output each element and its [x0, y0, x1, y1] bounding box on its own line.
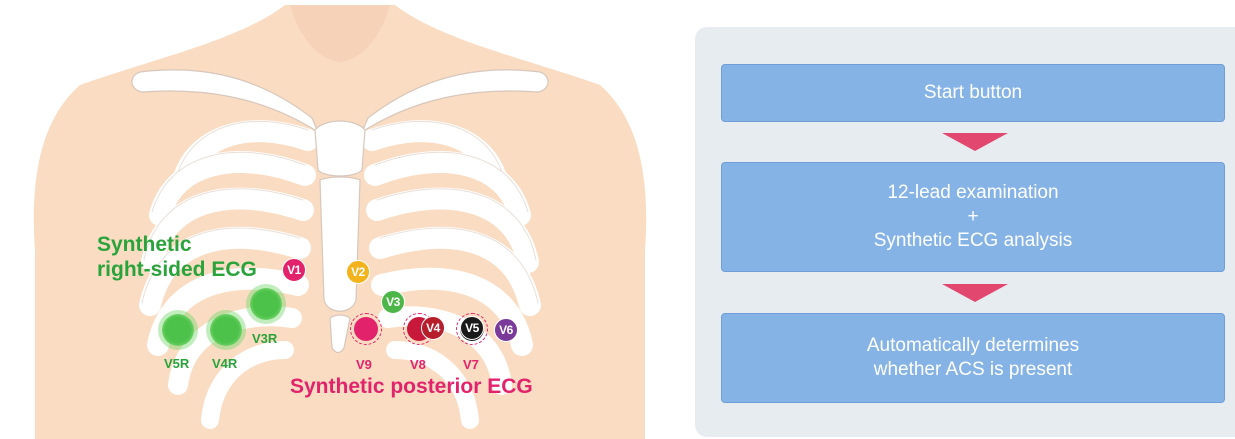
electrode-v3r	[250, 288, 282, 320]
flow-step3-line2: whether ACS is present	[874, 358, 1073, 382]
electrode-v5r	[162, 314, 194, 346]
lead-v5-badge: V5	[460, 316, 484, 340]
flow-arrow-1	[942, 133, 1008, 151]
lead-v2-badge: V2	[346, 260, 370, 284]
chest-illustration	[0, 0, 680, 439]
flow-step-examination: 12-lead examination + Synthetic ECG anal…	[721, 162, 1225, 272]
flow-step1-text: Start button	[924, 81, 1022, 105]
label-v7: V7	[463, 357, 479, 372]
flow-step2-line1: 12-lead examination	[887, 181, 1058, 205]
electrode-v9	[350, 313, 382, 345]
flow-step2-line3: Synthetic ECG analysis	[874, 229, 1073, 253]
electrode-v4r	[210, 314, 242, 346]
flow-step-determination: Automatically determines whether ACS is …	[721, 313, 1225, 403]
label-v9: V9	[356, 357, 372, 372]
lead-v3-badge: V3	[381, 290, 405, 314]
lead-v6-badge: V6	[494, 318, 518, 342]
right-sided-ecg-title: Synthetic right-sided ECG	[97, 232, 257, 282]
lead-v1-badge: V1	[282, 258, 306, 282]
label-v8: V8	[410, 357, 426, 372]
lead-v4-badge: V4	[421, 316, 445, 340]
right-sided-ecg-title-line2: right-sided ECG	[97, 257, 257, 282]
flow-arrow-2	[942, 284, 1008, 302]
label-v3r: V3R	[252, 331, 277, 346]
right-sided-ecg-title-line1: Synthetic	[97, 232, 257, 257]
label-v5r: V5R	[164, 356, 189, 371]
posterior-ecg-title: Synthetic posterior ECG	[290, 375, 533, 399]
label-v4r: V4R	[212, 356, 237, 371]
flow-step-start-button: Start button	[721, 64, 1225, 122]
flow-step2-line2: +	[967, 205, 978, 229]
flow-step3-line1: Automatically determines	[867, 334, 1079, 358]
